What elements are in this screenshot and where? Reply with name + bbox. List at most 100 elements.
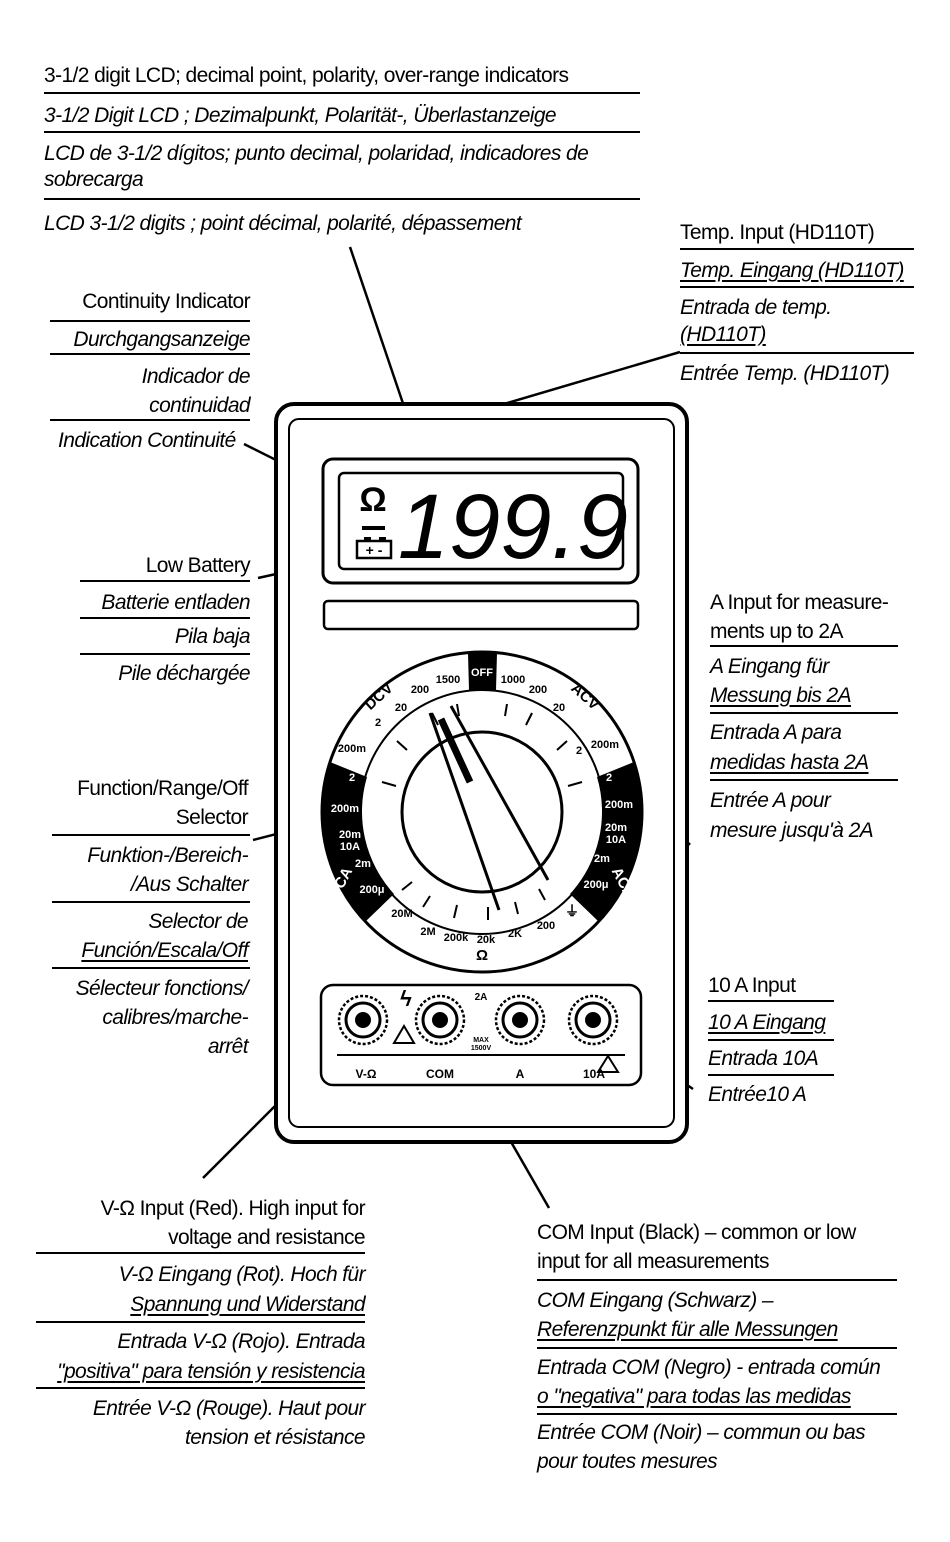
temp-label-es-1: Entrada de temp.: [680, 296, 832, 319]
vohm-label-de-2: Spannung und Widerstand: [130, 1293, 365, 1316]
rotary-dial: OFF DCV ACV: [320, 650, 644, 974]
vohm-label-en-2: voltage and resistance: [168, 1226, 366, 1249]
svg-text:200: 200: [529, 684, 547, 696]
battery-label-de: Batterie entladen: [101, 591, 250, 614]
svg-text:2K: 2K: [508, 928, 522, 940]
svg-text:200: 200: [537, 920, 555, 932]
lcd-screen: [337, 471, 625, 571]
dca-band: [322, 762, 394, 921]
temp-label-fr: Entrée Temp. (HD110T): [680, 362, 890, 385]
svg-text:200μ: 200μ: [359, 884, 384, 896]
vohm-label-es-2: "positiva" para tensión y resistencia: [57, 1360, 365, 1383]
continuity-label-es-2: continuidad: [149, 394, 250, 417]
jack-panel: [319, 983, 643, 1087]
selector-label-de-2: /Aus Schalter: [130, 873, 249, 896]
lcd-label-en: 3-1/2 digit LCD; decimal point, polarity…: [44, 64, 569, 87]
svg-text:V-Ω: V-Ω: [356, 1067, 377, 1081]
vohm-label-fr-2: tension et résistance: [184, 1426, 366, 1449]
com-label-en-2: input for all measurements: [537, 1250, 769, 1273]
lcd-label-fr: LCD 3-1/2 digits ; point décimal, polari…: [44, 212, 522, 235]
temp-label-en: Temp. Input (HD110T): [680, 221, 875, 244]
high-voltage-icon: ϟ: [400, 986, 412, 1011]
a-input-label-es-2: medidas hasta 2A: [710, 751, 869, 774]
battery-label-es: Pila baja: [174, 625, 251, 648]
com-label-de-2: Referenzpunkt für alle Messungen: [537, 1318, 838, 1341]
svg-text:20M: 20M: [391, 908, 412, 920]
battery-label-fr: Pile déchargée: [118, 662, 250, 685]
lcd-label-es-1: LCD de 3-1/2 dígitos; punto decimal, pol…: [44, 142, 589, 165]
battery-label-en: Low Battery: [145, 554, 251, 577]
svg-text:2: 2: [606, 772, 612, 784]
selector-knob: [400, 730, 564, 894]
svg-text:2M: 2M: [420, 926, 435, 938]
selector-label-es-1: Selector de: [148, 910, 248, 933]
svg-text:10A: 10A: [583, 1067, 605, 1081]
svg-text:200m: 200m: [331, 803, 359, 815]
jack-a: [494, 994, 546, 1046]
svg-text:20m: 20m: [339, 829, 361, 841]
selector-label-en-2: Selector: [175, 806, 249, 829]
svg-text:200m: 200m: [338, 743, 366, 755]
selector-pointer: [428, 705, 550, 911]
a-input-label-en-1: A Input for measure-: [710, 591, 889, 614]
continuity-label-en: Continuity Indicator: [82, 290, 250, 313]
svg-text:20: 20: [395, 702, 407, 714]
svg-text:20: 20: [553, 702, 565, 714]
svg-text:1500: 1500: [436, 674, 460, 686]
svg-text:200m: 200m: [605, 799, 633, 811]
svg-text:1000: 1000: [501, 674, 525, 686]
a-input-label-en-2: ments up to 2A: [710, 620, 843, 643]
warning-icon-10a: [596, 1054, 620, 1073]
jack-10a: [567, 994, 619, 1046]
svg-text:200: 200: [411, 684, 429, 696]
svg-text:2: 2: [576, 745, 582, 757]
tenA-label-de: 10 A Eingang: [708, 1011, 826, 1034]
svg-text:A: A: [516, 1067, 525, 1081]
com-label-es-2: o "negativa" para todas las medidas: [537, 1385, 851, 1408]
svg-text:10A: 10A: [606, 834, 626, 846]
vohm-label-es-1: Entrada V-Ω (Rojo). Entrada: [117, 1330, 365, 1353]
svg-text:20m: 20m: [605, 822, 627, 834]
continuity-label-fr: Indication Continuité: [58, 429, 236, 452]
jack-com: [414, 994, 466, 1046]
temp-label-de: Temp. Eingang (HD110T): [680, 259, 904, 282]
speaker-icon: ⏚: [565, 903, 579, 919]
selector-label-es-2: Función/Escala/Off: [81, 939, 248, 962]
lcd-label-es-2: sobrecarga: [44, 168, 144, 191]
selector-label-fr-1: Sélecteur fonctions/: [75, 977, 249, 1000]
svg-text:MAX: MAX: [473, 1037, 489, 1044]
lcd-reading: 199.9: [398, 476, 628, 578]
a-input-label-fr-1: Entrée A pour: [710, 789, 831, 812]
temp-label-es-2: (HD110T): [680, 323, 766, 346]
continuity-label-de: Durchgangsanzeige: [73, 328, 250, 351]
continuity-label-es-1: Indicador de: [141, 365, 251, 388]
svg-text:2: 2: [375, 717, 381, 729]
label-window: [322, 599, 640, 631]
selector-label-fr-2: calibres/marche-: [102, 1006, 248, 1029]
svg-text:200k: 200k: [444, 932, 469, 944]
battery-icon: + -: [355, 537, 393, 560]
svg-text:COM: COM: [426, 1067, 454, 1081]
vohm-label-en-1: V-Ω Input (Red). High input for: [100, 1197, 366, 1220]
selector-label-fr-3: arrêt: [207, 1035, 249, 1058]
continuity-ohm-symbol: Ω: [359, 481, 386, 519]
com-label-fr-2: pour toutes mesures: [537, 1450, 718, 1473]
svg-text:2A: 2A: [475, 992, 488, 1003]
svg-text:20k: 20k: [477, 934, 496, 946]
com-label-es-1: Entrada COM (Negro) - entrada común: [537, 1356, 881, 1379]
tenA-label-en: 10 A Input: [708, 974, 796, 997]
aca-band: [570, 762, 642, 921]
meter-inner-bezel: [288, 418, 675, 1128]
vohm-label-de-1: V-Ω Eingang (Rot). Hoch für: [118, 1263, 366, 1286]
svg-text:2m: 2m: [594, 853, 610, 865]
selector-label-de-1: Funktion-/Bereich-: [87, 844, 248, 867]
svg-text:200μ: 200μ: [583, 879, 608, 891]
a-input-label-de-2: Messung bis 2A: [710, 684, 852, 707]
a-input-label-de-1: A Eingang für: [710, 655, 829, 678]
tenA-label-fr: Entrée10 A: [708, 1083, 807, 1106]
svg-text:1500V: 1500V: [471, 1045, 492, 1052]
off-position: [468, 653, 497, 690]
svg-text:2m: 2m: [355, 858, 371, 870]
tenA-label-es: Entrada 10A: [708, 1047, 819, 1070]
warning-icon: [392, 1024, 416, 1044]
